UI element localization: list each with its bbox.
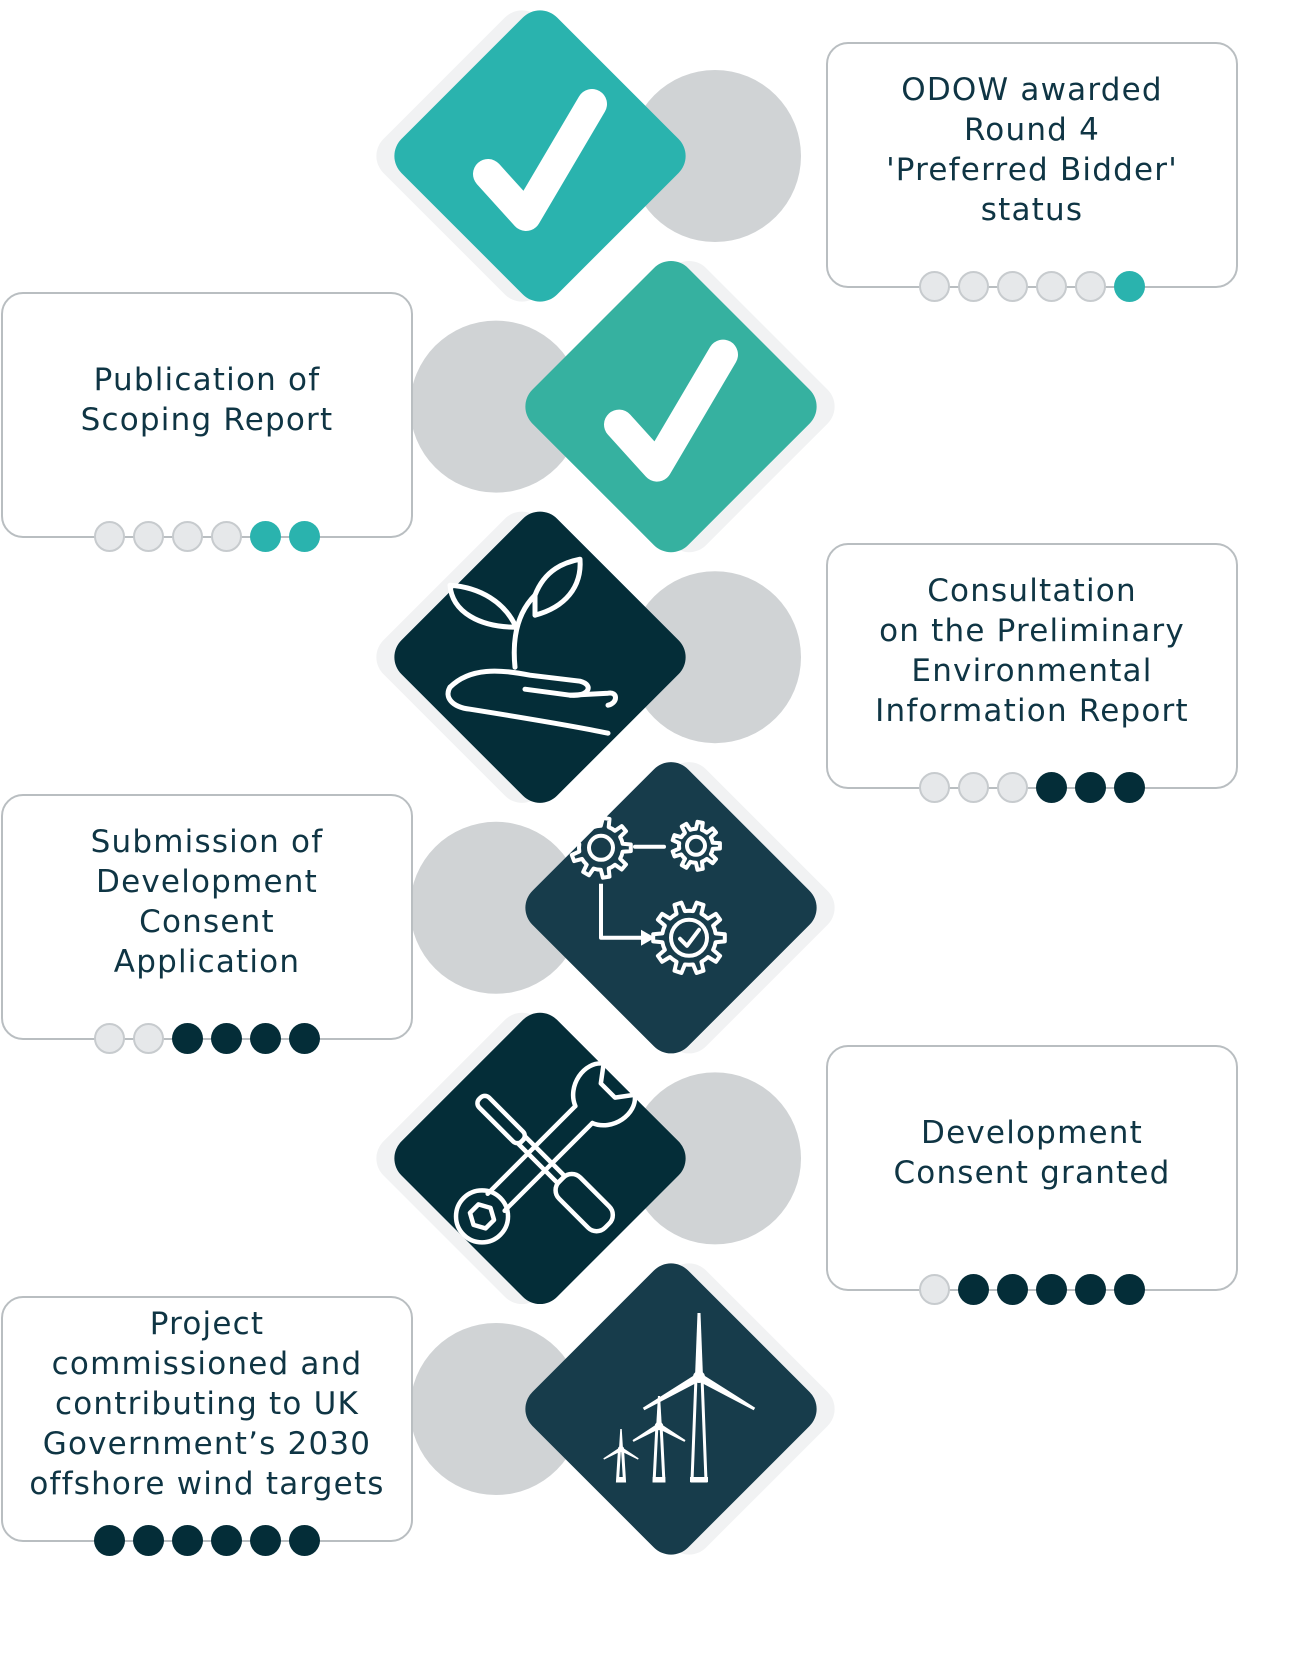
diamond-tile <box>394 1012 686 1305</box>
progress-dots <box>94 1525 320 1556</box>
progress-dots <box>919 1274 1145 1305</box>
milestone-text: Publication of Scoping Report <box>80 362 334 438</box>
progress-dot-filled <box>250 1023 281 1054</box>
progress-dots <box>94 1023 320 1054</box>
progress-dot-filled <box>1075 1274 1106 1305</box>
milestone-text: Consultation on the Preliminary Environm… <box>875 573 1189 729</box>
progress-dot-filled <box>1036 772 1067 803</box>
connector-circle <box>410 320 582 493</box>
progress-dot-filled <box>172 1023 203 1054</box>
progress-dots <box>919 271 1145 302</box>
progress-dot-empty <box>958 772 989 803</box>
progress-dot-empty <box>919 271 950 302</box>
milestone-card: Submission of Development Consent Applic… <box>1 794 413 1054</box>
progress-dot-empty <box>133 1023 164 1054</box>
progress-dot-empty <box>958 271 989 302</box>
wind-turbines-icon <box>603 1313 756 1483</box>
connector-circle <box>629 571 801 744</box>
checkmark-icon <box>604 339 738 482</box>
progress-dot-empty <box>997 772 1028 803</box>
connector-circle <box>410 821 582 994</box>
progress-dot-filled <box>211 1525 242 1556</box>
milestone-text: Development Consent granted <box>893 1115 1171 1191</box>
progress-dot-filled <box>289 521 320 552</box>
progress-dot-empty <box>211 521 242 552</box>
diamond-tile <box>525 1263 817 1555</box>
diamond-tile <box>525 762 817 1054</box>
progress-dot-filled <box>1114 271 1145 302</box>
progress-dot-filled <box>94 1525 125 1556</box>
progress-dot-filled <box>1075 772 1106 803</box>
progress-dot-filled <box>250 521 281 552</box>
milestone-text: Submission of Development Consent Applic… <box>90 824 324 980</box>
progress-dot-filled <box>250 1525 281 1556</box>
plant-in-hand-icon <box>445 556 618 736</box>
progress-dot-filled <box>958 1274 989 1305</box>
progress-dot-empty <box>997 271 1028 302</box>
diamond-tile <box>394 511 686 803</box>
progress-dot-empty <box>172 521 203 552</box>
checkmark-icon <box>473 89 607 231</box>
progress-dot-empty <box>919 1274 950 1305</box>
progress-dots <box>919 772 1145 803</box>
progress-dot-filled <box>289 1525 320 1556</box>
progress-dot-filled <box>997 1274 1028 1305</box>
milestone-text: ODOW awarded Round 4 'Preferred Bidder' … <box>886 72 1178 228</box>
gears-process-icon <box>569 815 727 975</box>
progress-dot-empty <box>94 521 125 552</box>
connector-circle <box>629 70 801 242</box>
connector-circle <box>629 1072 801 1245</box>
progress-dot-empty <box>1075 271 1106 302</box>
progress-dot-filled <box>172 1525 203 1556</box>
wrench-screwdriver-icon <box>453 1061 638 1245</box>
milestone-card: ODOW awarded Round 4 'Preferred Bidder' … <box>826 42 1238 302</box>
milestone-card: Development Consent granted <box>826 1045 1238 1305</box>
progress-dot-filled <box>133 1525 164 1556</box>
progress-dot-filled <box>1036 1274 1067 1305</box>
progress-dot-filled <box>1114 1274 1145 1305</box>
milestone-card: Publication of Scoping Report <box>1 292 413 552</box>
progress-dot-empty <box>133 521 164 552</box>
milestone-card: Project commissioned and contributing to… <box>1 1296 413 1556</box>
connector-circle <box>410 1323 582 1495</box>
progress-dot-empty <box>1036 271 1067 302</box>
progress-dot-filled <box>1114 772 1145 803</box>
diamond-tile <box>525 260 817 553</box>
progress-dot-filled <box>211 1023 242 1054</box>
progress-dots <box>94 521 320 552</box>
progress-dot-filled <box>289 1023 320 1054</box>
diamond-tile <box>394 10 686 302</box>
milestone-card: Consultation on the Preliminary Environm… <box>826 543 1238 803</box>
progress-dot-empty <box>919 772 950 803</box>
progress-dot-empty <box>94 1023 125 1054</box>
milestone-text: Project commissioned and contributing to… <box>29 1306 385 1502</box>
